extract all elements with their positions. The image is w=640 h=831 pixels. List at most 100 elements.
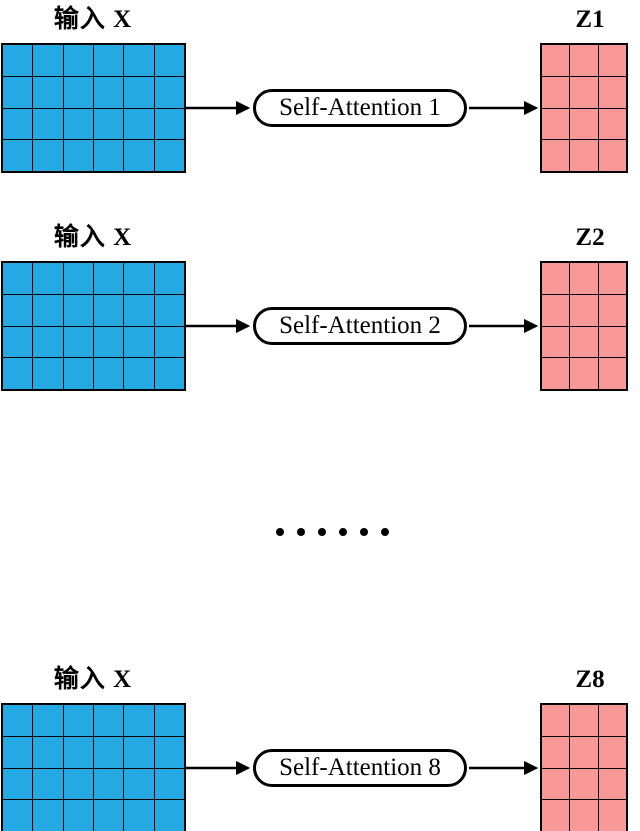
output-matrix-label: Z1 bbox=[575, 6, 605, 33]
self-attention-box-1: Self-Attention 1 bbox=[253, 89, 467, 127]
matrix-cell bbox=[154, 76, 184, 108]
input-matrix bbox=[1, 261, 186, 391]
matrix-cell bbox=[598, 76, 626, 108]
matrix-cell bbox=[598, 140, 626, 171]
ellipsis-dot bbox=[318, 528, 326, 536]
matrix-cell bbox=[94, 45, 124, 76]
matrix-cell bbox=[154, 140, 184, 171]
matrix-cell bbox=[3, 358, 33, 389]
matrix-cell bbox=[570, 294, 598, 326]
ellipsis-dots bbox=[276, 527, 389, 537]
matrix-cell bbox=[33, 263, 63, 294]
matrix-cell bbox=[124, 294, 154, 326]
matrix-cell bbox=[94, 326, 124, 358]
matrix-cell bbox=[94, 800, 124, 831]
matrix-cell bbox=[542, 800, 570, 831]
output-matrix bbox=[540, 43, 628, 173]
attention-head-row-8: 输入 X Self-Attention 8 Z8 bbox=[0, 663, 640, 831]
matrix-cell bbox=[542, 736, 570, 768]
matrix-cell bbox=[598, 263, 626, 294]
attention-head-row-1: 输入 X Self-Attention 1 Z1 bbox=[0, 3, 640, 175]
input-matrix-label: 输入 X bbox=[53, 666, 133, 693]
matrix-cell bbox=[3, 705, 33, 736]
matrix-cell bbox=[154, 294, 184, 326]
matrix-cell bbox=[3, 294, 33, 326]
ellipsis-dot bbox=[381, 528, 389, 536]
matrix-cell bbox=[542, 294, 570, 326]
input-matrix-label: 输入 X bbox=[53, 6, 133, 33]
self-attention-label: Self-Attention 2 bbox=[279, 312, 441, 339]
matrix-cell bbox=[63, 45, 93, 76]
self-attention-label: Self-Attention 8 bbox=[279, 754, 441, 781]
matrix-cell bbox=[63, 76, 93, 108]
matrix-cell bbox=[124, 768, 154, 800]
matrix-cell bbox=[570, 263, 598, 294]
matrix-cell bbox=[124, 76, 154, 108]
matrix-cell bbox=[570, 736, 598, 768]
matrix-cell bbox=[542, 45, 570, 76]
matrix-cell bbox=[598, 326, 626, 358]
matrix-cell bbox=[542, 263, 570, 294]
matrix-cell bbox=[94, 768, 124, 800]
matrix-cell bbox=[570, 108, 598, 140]
matrix-cell bbox=[33, 294, 63, 326]
matrix-cell bbox=[33, 45, 63, 76]
matrix-cell bbox=[3, 76, 33, 108]
matrix-cell bbox=[570, 326, 598, 358]
matrix-cell bbox=[94, 358, 124, 389]
matrix-cell bbox=[33, 358, 63, 389]
output-matrix-label: Z2 bbox=[575, 224, 605, 251]
matrix-cell bbox=[124, 705, 154, 736]
ellipsis-dot bbox=[297, 528, 305, 536]
matrix-cell bbox=[542, 768, 570, 800]
matrix-cell bbox=[33, 800, 63, 831]
matrix-cell bbox=[3, 326, 33, 358]
matrix-cell bbox=[154, 705, 184, 736]
matrix-cell bbox=[124, 800, 154, 831]
attention-head-row-2: 输入 X Self-Attention 2 Z2 bbox=[0, 221, 640, 393]
matrix-cell bbox=[94, 294, 124, 326]
matrix-cell bbox=[94, 140, 124, 171]
matrix-cell bbox=[570, 800, 598, 831]
matrix-cell bbox=[3, 140, 33, 171]
matrix-cell bbox=[570, 45, 598, 76]
matrix-cell bbox=[124, 358, 154, 389]
self-attention-box-8: Self-Attention 8 bbox=[253, 749, 467, 787]
matrix-cell bbox=[124, 45, 154, 76]
input-matrix bbox=[1, 703, 186, 831]
matrix-cell bbox=[154, 45, 184, 76]
matrix-cell bbox=[124, 326, 154, 358]
matrix-cell bbox=[124, 140, 154, 171]
matrix-cell bbox=[33, 705, 63, 736]
matrix-cell bbox=[598, 768, 626, 800]
matrix-cell bbox=[598, 736, 626, 768]
matrix-cell bbox=[63, 326, 93, 358]
matrix-cell bbox=[570, 140, 598, 171]
output-matrix bbox=[540, 703, 628, 831]
matrix-cell bbox=[542, 705, 570, 736]
input-matrix-label: 输入 X bbox=[53, 224, 133, 251]
matrix-cell bbox=[33, 736, 63, 768]
matrix-cell bbox=[124, 263, 154, 294]
matrix-cell bbox=[570, 76, 598, 108]
matrix-cell bbox=[63, 294, 93, 326]
matrix-cell bbox=[124, 736, 154, 768]
output-matrix bbox=[540, 261, 628, 391]
matrix-cell bbox=[542, 326, 570, 358]
matrix-cell bbox=[542, 108, 570, 140]
matrix-cell bbox=[598, 705, 626, 736]
matrix-cell bbox=[33, 140, 63, 171]
matrix-cell bbox=[570, 768, 598, 800]
matrix-cell bbox=[570, 705, 598, 736]
matrix-cell bbox=[124, 108, 154, 140]
matrix-cell bbox=[154, 263, 184, 294]
matrix-cell bbox=[33, 768, 63, 800]
matrix-cell bbox=[154, 108, 184, 140]
matrix-cell bbox=[598, 45, 626, 76]
matrix-cell bbox=[63, 736, 93, 768]
matrix-cell bbox=[3, 736, 33, 768]
matrix-cell bbox=[94, 705, 124, 736]
self-attention-label: Self-Attention 1 bbox=[279, 94, 441, 121]
ellipsis-dot bbox=[276, 528, 284, 536]
matrix-cell bbox=[598, 800, 626, 831]
